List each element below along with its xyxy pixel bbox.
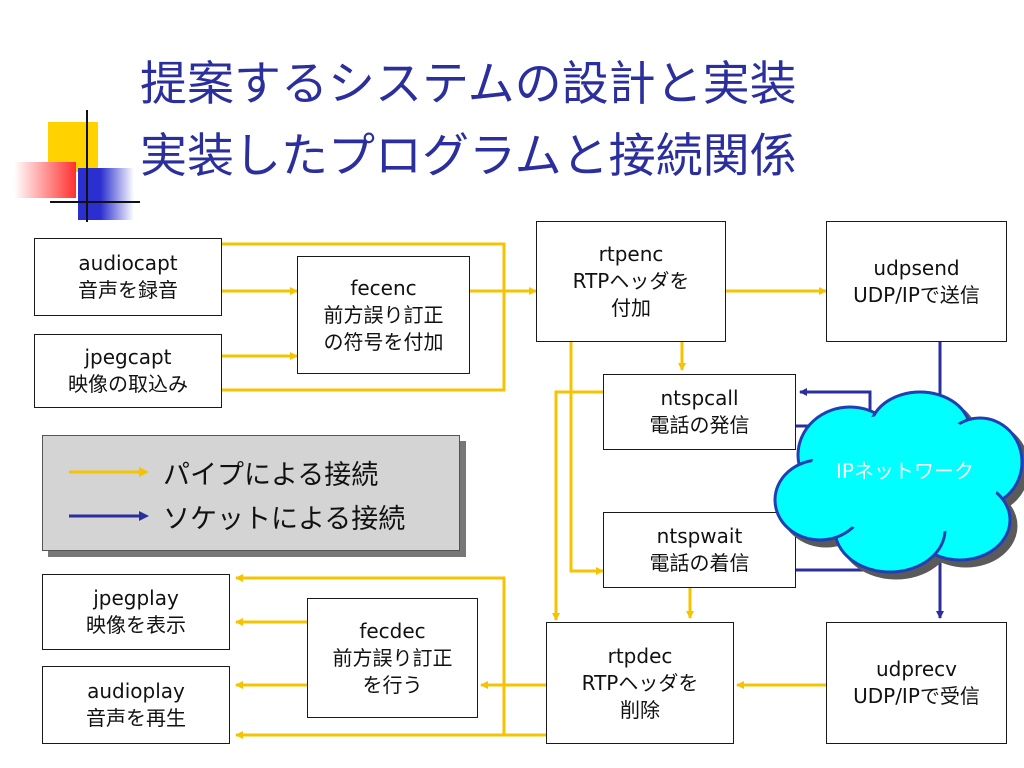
ntspwait-box: ntspwait 電話の着信	[603, 512, 796, 588]
box-desc: 音声を録音	[78, 278, 178, 302]
box-desc: の符号を付加	[323, 329, 444, 354]
ip-network-label: IPネットワーク	[836, 459, 974, 483]
box-name: jpegcapt	[84, 345, 172, 369]
legend-box: パイプによる接続 ソケットによる接続	[42, 435, 460, 551]
decor-vertical-line	[86, 110, 88, 222]
box-name: audioplay	[87, 679, 185, 703]
title-line-2: 実装したプログラムと接続関係	[140, 129, 797, 184]
box-desc: 映像の取込み	[68, 372, 188, 396]
socket-arrow-icon	[69, 511, 149, 521]
box-name: jpegplay	[93, 586, 179, 610]
audiocapt-box: audiocapt 音声を録音	[34, 238, 222, 316]
box-desc: UDP/IPで送信	[853, 282, 980, 307]
pipe-jpegcapt-to-rtpenc	[222, 291, 506, 392]
jpegcapt-box: jpegcapt 映像の取込み	[34, 334, 222, 408]
pipe-arrow-icon	[69, 467, 149, 477]
box-name: rtpdec	[607, 643, 673, 668]
jpegplay-box: jpegplay 映像を表示	[42, 574, 230, 650]
legend-pipe-label: パイプによる接続	[163, 459, 379, 491]
box-desc: RTPヘッダを	[572, 269, 690, 293]
box-name: ntspwait	[656, 524, 743, 548]
decor-horizontal-line	[50, 201, 140, 203]
box-desc: RTPヘッダを	[581, 670, 699, 695]
legend-socket: ソケットによる接続	[69, 496, 405, 536]
fecenc-box: fecenc 前方誤り訂正 の符号を付加	[297, 256, 470, 374]
legend-socket-label: ソケットによる接続	[163, 503, 406, 535]
fecdec-box: fecdec 前方誤り訂正 を行う	[307, 598, 478, 718]
box-desc: を行う	[362, 672, 423, 697]
box-name: fecenc	[350, 275, 417, 300]
pipe-rtpenc-to-ntspwait	[569, 342, 604, 575]
box-name: udprecv	[875, 657, 957, 681]
decor-red-square	[14, 162, 76, 198]
box-desc: UDP/IPで受信	[853, 684, 980, 708]
box-name: fecdec	[359, 618, 426, 643]
box-desc: 電話の着信	[649, 551, 750, 575]
ntspcall-box: ntspcall 電話の発信	[603, 374, 796, 450]
audioplay-box: audioplay 音声を再生	[42, 666, 230, 744]
pipe-rtpdec-to-jpegplay	[235, 574, 546, 737]
box-name: ntspcall	[660, 386, 739, 410]
box-desc: 音声を再生	[86, 706, 186, 730]
rtpenc-box: rtpenc RTPヘッダを 付加	[536, 221, 726, 342]
udpsend-box: udpsend UDP/IPで送信	[826, 221, 1007, 342]
box-name: audiocapt	[78, 251, 178, 275]
pipe-ntspcall-to-rtpdec	[552, 390, 603, 621]
rtpdec-box: rtpdec RTPヘッダを 削除	[546, 622, 734, 744]
box-name: udpsend	[873, 255, 960, 280]
box-desc: 前方誤り訂正	[332, 645, 453, 670]
box-desc: 付加	[611, 296, 651, 320]
legend-pipe: パイプによる接続	[69, 452, 378, 492]
box-desc: 電話の発信	[649, 413, 750, 437]
box-name: rtpenc	[598, 242, 664, 266]
udprecv-box: udprecv UDP/IPで受信	[826, 622, 1007, 744]
box-desc: 映像を表示	[86, 613, 186, 637]
box-desc: 削除	[620, 697, 660, 722]
title-line-1: 提案するシステムの設計と実装	[140, 57, 797, 112]
box-desc: 前方誤り訂正	[323, 302, 444, 327]
